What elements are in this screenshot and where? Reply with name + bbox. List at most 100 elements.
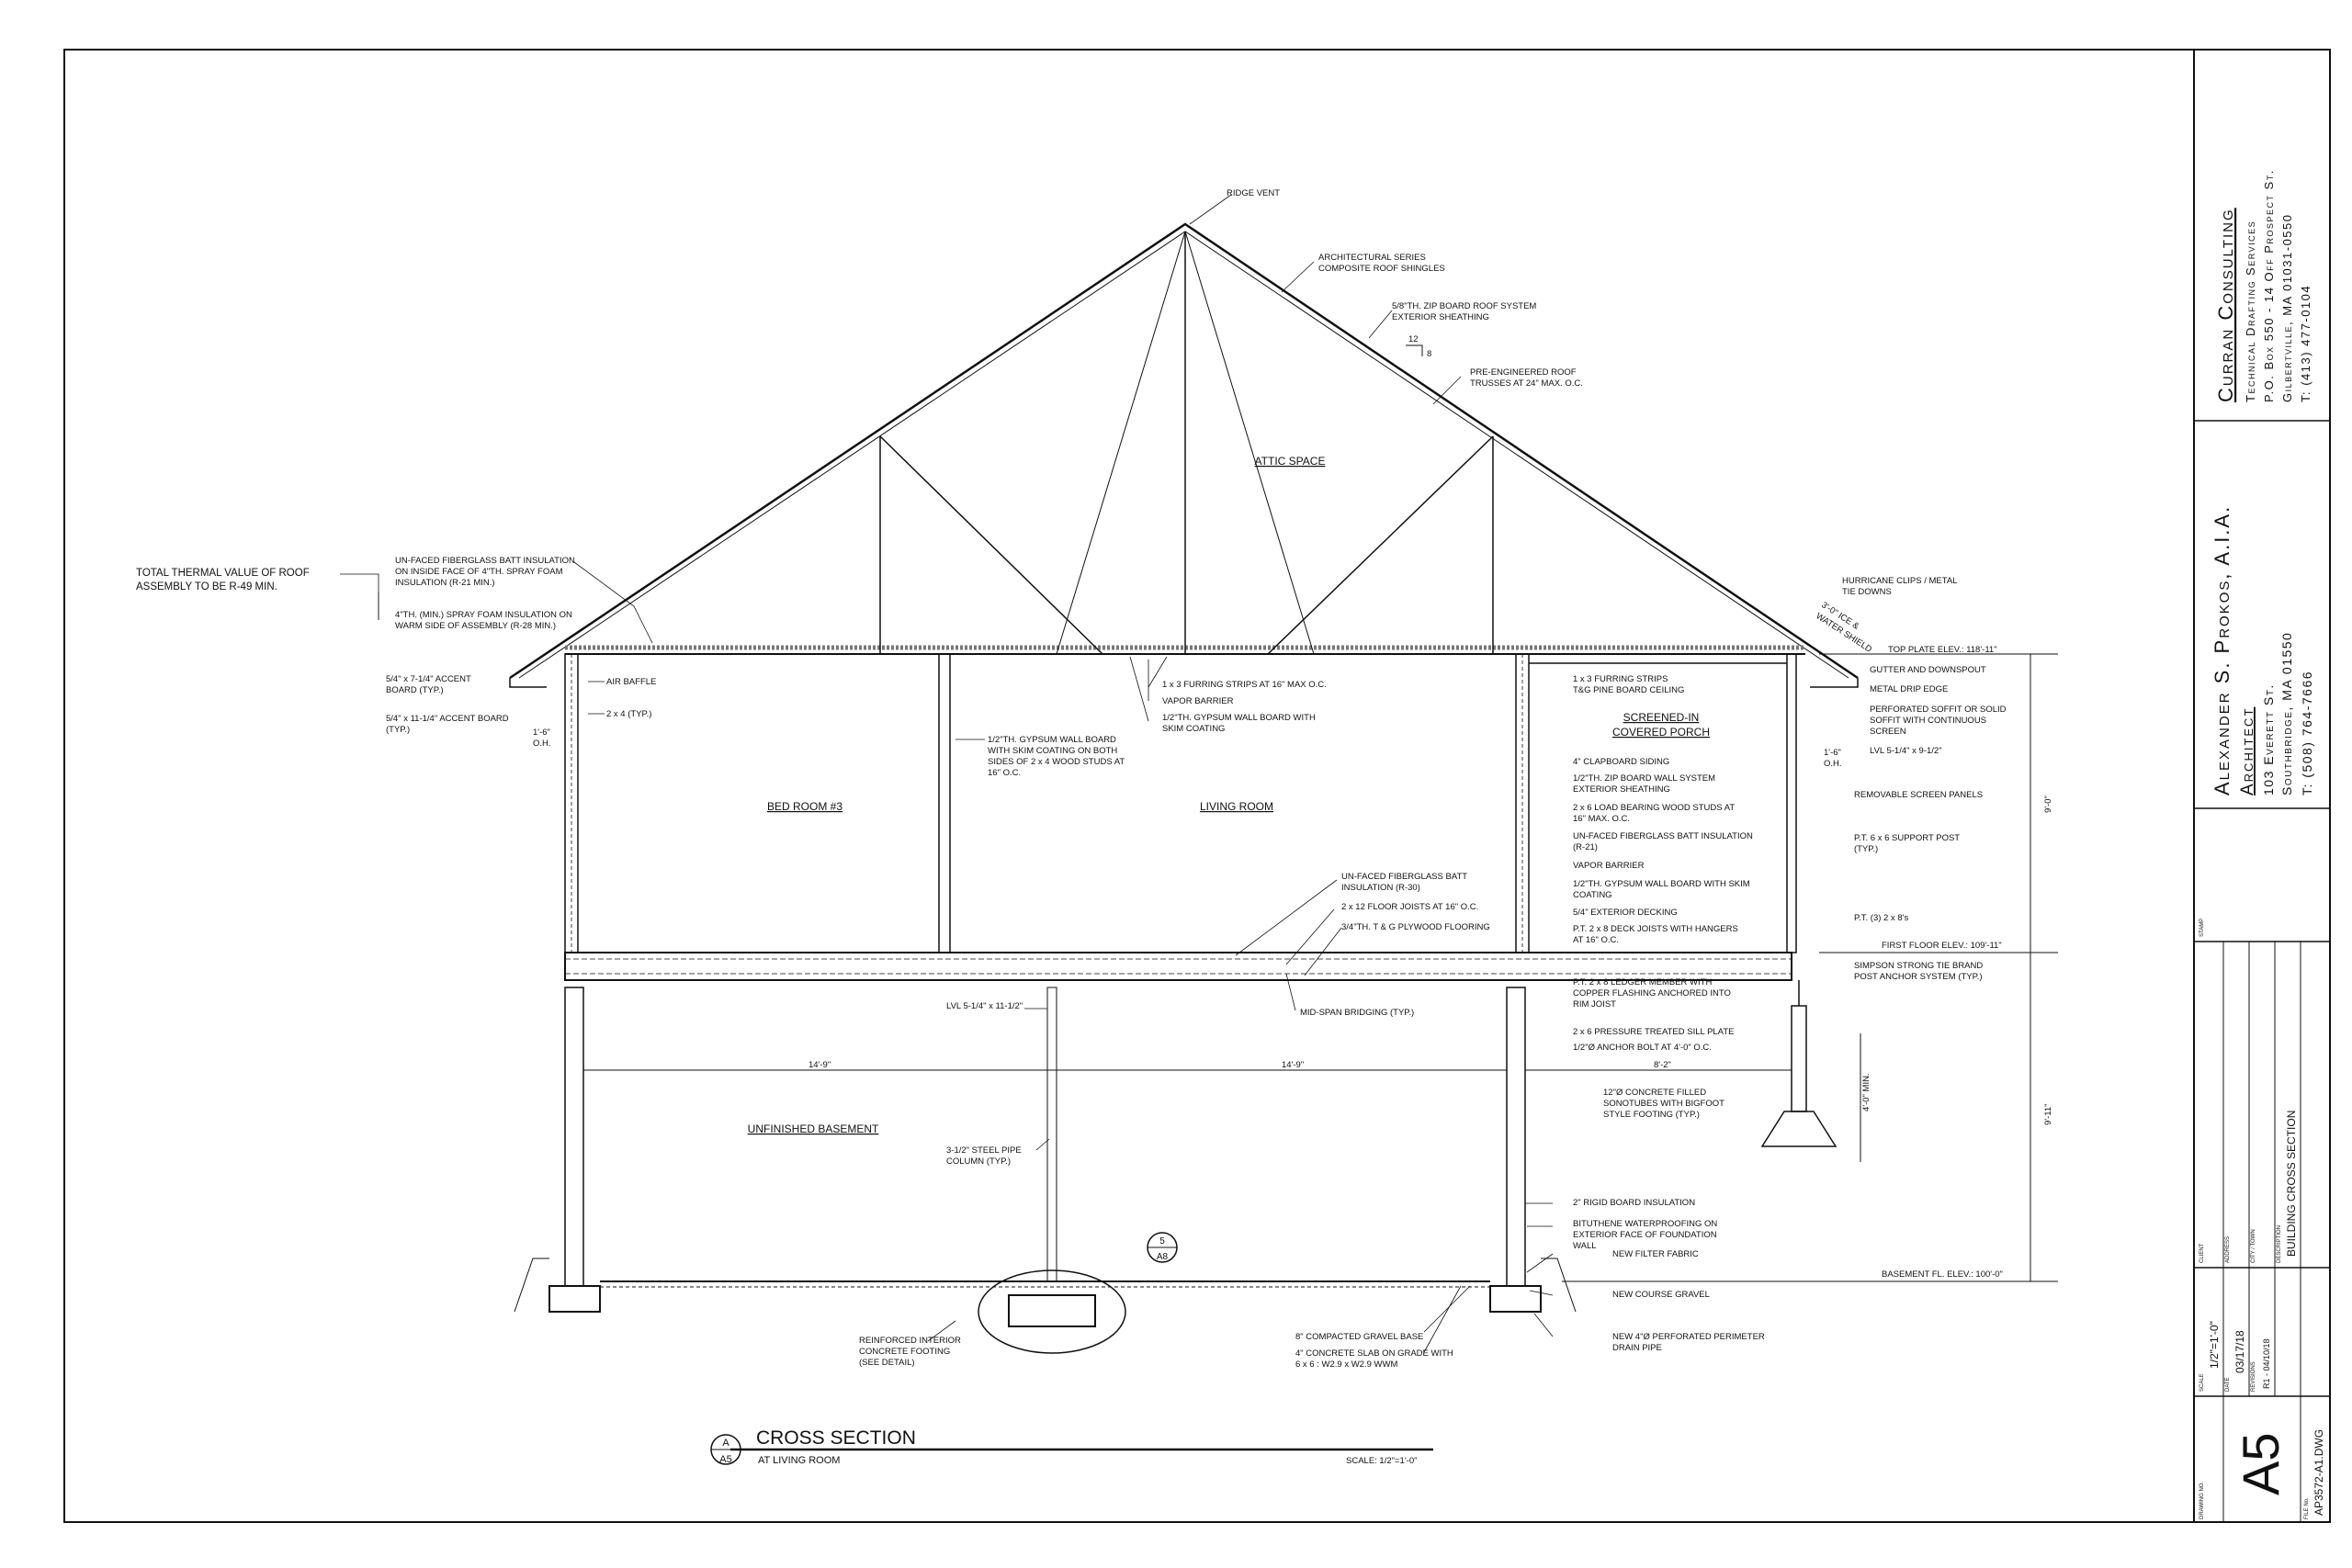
note-gyp-1: 1/2"TH. GYPSUM WALL BOARD WITH [1162,713,1316,723]
note-foam-1: 4"TH. (MIN.) SPRAY FOAM INSULATION ON [395,610,572,620]
note-porch-zip-1: 1/2"TH. ZIP BOARD WALL SYSTEM [1573,773,1715,784]
note-rigid: 2" RIGID BOARD INSULATION [1573,1198,1695,1208]
oh-dim-right: 1'-6" [1824,748,1841,758]
note-accent-1a: 5/4" x 7-1/4" ACCENT [386,674,471,684]
thermal-note: TOTAL THERMAL VALUE OF ROOF ASSEMBLY TO … [136,568,310,592]
label-attic: ATTIC SPACE [1255,455,1326,468]
note-plywood: 3/4"TH. T & G PLYWOOD FLOORING [1341,922,1490,932]
note-shingles-2: COMPOSITE ROOF SHINGLES [1318,264,1445,274]
note-hurricane-1: HURRICANE CLIPS / METAL [1842,576,1957,586]
note-decking: 5/4" EXTERIOR DECKING [1573,908,1678,918]
elev-first-floor: FIRST FLOOR ELEV.: 109'-11" [1882,941,2002,951]
city-label: CITY / TOWN [2251,1229,2256,1263]
note-lvl: LVL 5-1/4" x 11-1/2" [946,1001,1023,1011]
section-title: A A5 CROSS SECTION AT LIVING ROOM SCALE:… [719,1236,1417,1466]
note-porch-lvl: LVL 5-1/4" x 9-1/2" [1870,746,1942,756]
dim-14-9-right: 14'-9" [1282,1060,1304,1070]
floor-notes: UN-FACED FIBERGLASS BATT INSULATION (R-3… [946,872,1490,1018]
porch-notes: 1 x 3 FURRING STRIPS T&G PINE BOARD CEIL… [1573,674,1753,1053]
note-bridging: MID-SPAN BRIDGING (TYP.) [1300,1008,1414,1018]
thermal-note-1: TOTAL THERMAL VALUE OF ROOF [136,568,310,579]
oh-dim-left: 1'-6" [533,728,550,738]
note-deck-2: AT 16" O.C. [1573,935,1619,945]
note-wall-2: WITH SKIM COATING ON BOTH [988,746,1117,756]
note-truss-2: TRUSSES AT 24" MAX. O.C. [1470,378,1583,389]
note-porch-furring-1: 1 x 3 FURRING STRIPS [1573,674,1668,684]
note-wall-1: 1/2"TH. GYPSUM WALL BOARD [988,735,1116,745]
note-wall-3: SIDES OF 2 x 4 WOOD STUDS AT [988,757,1125,767]
firm-address-1: P.O. Box 550 - 14 Off Prospect St. [2262,169,2276,402]
firm-phone: T: (413) 477-0104 [2299,285,2312,402]
section-tag-bottom: A5 [719,1454,731,1465]
date-label: DATE [2225,1377,2231,1392]
detail-tag-top: 5 [1159,1236,1165,1247]
note-wall-4: 16" O.C. [988,768,1021,778]
note-accent-2b: (TYP.) [386,725,410,735]
note-porch-batt-2: (R-21) [1573,842,1598,852]
detail-tag-bottom: A8 [1157,1252,1169,1262]
elev-top-plate: TOP PLATE ELEV.: 118'-11" [1888,645,1997,655]
architect-phone: T: (508) 764-7666 [2300,671,2314,795]
note-zip-2: EXTERIOR SHEATHING [1392,312,1489,322]
note-porch-gyp-1: 1/2"TH. GYPSUM WALL BOARD WITH SKIM [1573,879,1750,889]
basement-notes: 14'-9" 14'-9" 8'-2" 3-1/2" STEEL PIPE CO… [808,1060,1765,1370]
note-hurricane-2: TIE DOWNS [1842,587,1892,597]
stamp-label: STAMP [2199,919,2205,937]
note-furring: 1 x 3 FURRING STRIPS AT 16" MAX O.C. [1162,680,1327,690]
note-gyp-2: SKIM COATING [1162,724,1225,734]
firm-name: Curran Consulting [2214,208,2237,402]
note-drain-1: NEW 4"Ø PERFORATED PERIMETER [1612,1332,1765,1342]
note-drip: METAL DRIP EDGE [1870,684,1948,694]
revision-value: R1 - 04/10/18 [2262,1338,2271,1389]
label-bedroom: BED ROOM #3 [767,800,842,813]
note-drain-2: DRAIN PIPE [1612,1343,1662,1353]
note-soffit-2: SOFFIT WITH CONTINUOUS [1870,716,1986,726]
note-deck-1: P.T. 2 x 8 DECK JOISTS WITH HANGERS [1573,924,1738,934]
note-bit-3: WALL [1573,1241,1597,1251]
note-porch-vapor: VAPOR BARRIER [1573,861,1645,871]
note-footing-2: CONCRETE FOOTING [859,1347,950,1357]
note-truss-1: PRE-ENGINEERED ROOF [1470,367,1577,378]
note-vapor: VAPOR BARRIER [1162,696,1234,706]
note-shingles-1: ARCHITECTURAL SERIES [1318,253,1426,263]
client-label: CLIENT [2199,1243,2205,1263]
note-studs-1: 2 x 6 LOAD BEARING WOOD STUDS AT [1573,803,1735,813]
roof-notes: RIDGE VENT ARCHITECTURAL SERIES COMPOSIT… [395,188,1583,631]
ceiling-notes: 1 x 3 FURRING STRIPS AT 16" MAX O.C. VAP… [988,680,1327,778]
note-porch-batt-1: UN-FACED FIBERGLASS BATT INSULATION [1573,831,1753,841]
note-sono-2: SONOTUBES WITH BIGFOOT [1603,1099,1724,1109]
note-soffit-1: PERFORATED SOFFIT OR SOLID [1870,705,2007,715]
elev-basement: BASEMENT FL. ELEV.: 100'-0" [1882,1269,2003,1280]
dim-4-min: 4'-0" MIN. [1861,1073,1871,1111]
note-studs-2: 16" MAX. O.C. [1573,814,1630,824]
note-simpson-2: POST ANCHOR SYSTEM (TYP.) [1854,972,1983,982]
note-batt-3: INSULATION (R-21 MIN.) [395,578,495,588]
section-title-text: CROSS SECTION [756,1427,916,1449]
note-slab-1: 4" CONCRETE SLAB ON GRADE WITH [1295,1348,1453,1359]
note-soffit-3: SCREEN [1870,727,1906,737]
dim-8-2: 8'-2" [1654,1060,1671,1070]
note-joists: 2 x 12 FLOOR JOISTS AT 16" O.C. [1341,902,1478,912]
note-floor-batt-1: UN-FACED FIBERGLASS BATT [1341,872,1467,882]
note-simpson-1: SIMPSON STRONG TIE BRAND [1854,961,1983,971]
note-pt-3: P.T. (3) 2 x 8's [1854,913,1908,923]
note-footing-3: (SEE DETAIL) [859,1358,915,1368]
architect-address-1: 103 Everett St. [2261,683,2276,795]
firm-address-2: Gilbertville, MA 01031-0550 [2280,214,2294,403]
right-notes: HURRICANE CLIPS / METAL TIE DOWNS 3'-0" … [1603,576,2053,1280]
date-value: 03/17/18 [2233,1330,2246,1373]
left-notes: 5/4" x 7-1/4" ACCENT BOARD (TYP.) 5/4" x… [386,674,656,749]
note-ledger-1: P.T. 2 x 8 LEDGER MEMBER WITH [1573,977,1712,987]
dim-9-11: 9'-11" [2043,1104,2053,1126]
firm-service: Technical Drafting Services [2244,220,2257,402]
note-accent-2a: 5/4" x 11-1/4" ACCENT BOARD [386,714,509,724]
label-porch-1: SCREENED-IN [1623,711,1700,724]
note-sill: 2 x 6 PRESSURE TREATED SILL PLATE [1573,1027,1734,1037]
label-living: LIVING ROOM [1200,800,1273,813]
dim-14-9-left: 14'-9" [808,1060,831,1070]
description-value: BUILDING CROSS SECTION [2285,1111,2298,1257]
firm-info: Curran Consulting Technical Drafting Ser… [2214,169,2312,402]
revisions-label: REVISIONS [2251,1361,2256,1392]
note-porch-zip-2: EXTERIOR SHEATHING [1573,784,1670,795]
